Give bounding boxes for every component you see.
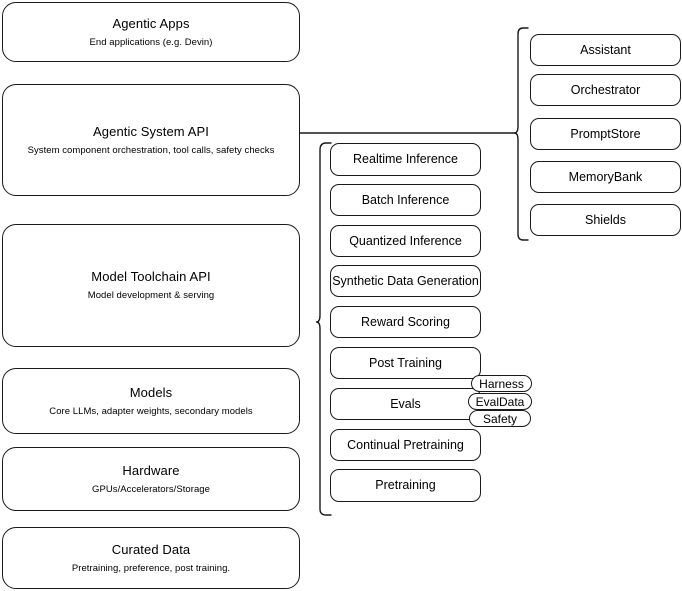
evals-subcomponent-label: EvalData [475,394,525,409]
toolchain-item-label: Realtime Inference [353,152,458,166]
layer-subtitle: GPUs/Accelerators/Storage [92,483,210,495]
agentic-component-orchestrator: Orchestrator [530,74,681,106]
toolchain-item-label: Evals [390,396,421,411]
layer-box-agentic-system-api: Agentic System API System component orch… [2,84,300,196]
layer-title: Curated Data [111,541,191,557]
layer-subtitle: Model development & serving [87,290,215,301]
toolchain-item-post-training: Post Training [330,347,481,379]
evals-subcomponent-harness: Harness [471,375,532,392]
agentic-component-label: MemoryBank [568,169,643,184]
brace-toolchain-components [315,142,332,516]
layer-subtitle: System component orchestration, tool cal… [27,144,275,156]
evals-subcomponent-safety: Safety [469,410,531,427]
toolchain-item-label: Continual Pretraining [347,437,464,452]
agentic-component-label: Shields [585,212,626,227]
layer-title: Model Toolchain API [91,269,211,284]
layer-subtitle: Core LLMs, adapter weights, secondary mo… [49,405,253,417]
toolchain-item-synthetic-data-generation: Synthetic Data Generation [330,265,481,297]
agentic-component-label: PromptStore [570,126,641,141]
layer-subtitle: End applications (e.g. Devin) [89,36,213,48]
agentic-component-label: Orchestrator [570,82,641,97]
layer-box-agentic-apps: Agentic Apps End applications (e.g. Devi… [2,2,300,62]
layer-box-models: Models Core LLMs, adapter weights, secon… [2,368,300,434]
toolchain-item-batch-inference: Batch Inference [330,184,481,216]
toolchain-item-quantized-inference: Quantized Inference [330,225,481,257]
toolchain-item-realtime-inference: Realtime Inference [330,143,481,176]
layer-box-curated-data: Curated Data Pretraining, preference, po… [2,527,300,589]
layer-title: Agentic Apps [112,15,190,31]
agentic-component-assistant: Assistant [530,34,681,66]
toolchain-item-label: Pretraining [375,478,436,492]
toolchain-item-label: Post Training [369,355,442,370]
toolchain-item-continual-pretraining: Continual Pretraining [330,429,481,461]
toolchain-item-reward-scoring: Reward Scoring [330,306,481,338]
agentic-component-shields: Shields [530,204,681,236]
layer-subtitle: Pretraining, preference, post training. [71,562,231,574]
agentic-component-label: Assistant [580,42,631,57]
evals-subcomponent-evaldata: EvalData [468,393,532,410]
layer-box-hardware: Hardware GPUs/Accelerators/Storage [2,447,300,511]
toolchain-item-label: Reward Scoring [361,314,450,329]
evals-subcomponent-label: Safety [482,411,518,426]
toolchain-item-pretraining: Pretraining [330,469,481,502]
layer-box-model-toolchain-api: Model Toolchain API Model development & … [2,224,300,347]
toolchain-item-label: Synthetic Data Generation [332,273,479,288]
toolchain-item-label: Quantized Inference [349,233,462,248]
brace-agentic-system-components [513,27,529,241]
agentic-component-memorybank: MemoryBank [530,161,681,193]
layer-title: Hardware [122,462,180,478]
toolchain-item-evals: Evals [330,388,481,420]
evals-subcomponent-label: Harness [479,376,524,391]
layer-title: Agentic System API [93,123,209,139]
layer-title: Models [129,384,173,400]
agentic-component-promptstore: PromptStore [530,118,681,150]
toolchain-item-label: Batch Inference [361,192,450,207]
